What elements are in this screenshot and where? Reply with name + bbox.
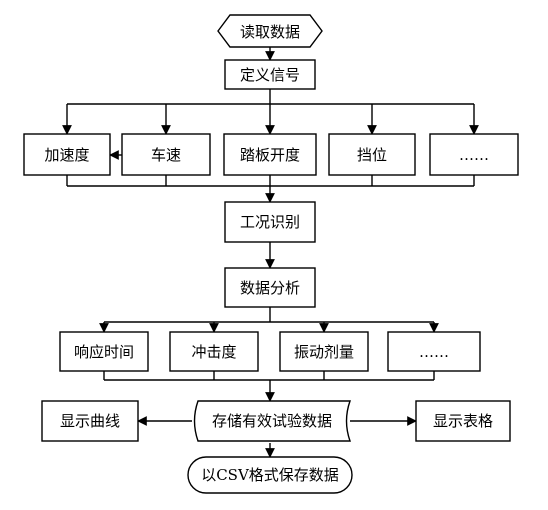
node-condition-recognition: 工况识别 — [224, 201, 316, 243]
node-gear-label: 挡位 — [357, 146, 387, 164]
node-impact-degree: 冲击度 — [169, 331, 259, 372]
node-store-valid-data-label: 存储有效试验数据 — [212, 412, 332, 430]
node-define-signal: 定义信号 — [224, 59, 316, 90]
node-vehicle-speed-label: 车速 — [151, 146, 181, 164]
node-gear: 挡位 — [328, 133, 416, 176]
node-vibration-dose-label: 振动剂量 — [294, 343, 354, 361]
node-response-time-label: 响应时间 — [74, 343, 134, 361]
node-show-table-label: 显示表格 — [433, 412, 493, 430]
node-acceleration-label: 加速度 — [44, 146, 89, 164]
node-more-metrics: …… — [387, 331, 481, 372]
node-data-analysis: 数据分析 — [224, 267, 316, 308]
node-show-curve: 显示曲线 — [41, 400, 139, 442]
node-store-valid-data: 存储有效试验数据 — [193, 400, 351, 442]
node-condition-recognition-label: 工况识别 — [240, 213, 300, 231]
edges — [62, 47, 479, 458]
node-more-signals-label: …… — [459, 146, 489, 164]
node-pedal-opening-label: 踏板开度 — [240, 146, 300, 164]
node-data-analysis-label: 数据分析 — [240, 279, 300, 297]
node-acceleration: 加速度 — [23, 133, 111, 176]
node-pedal-opening: 踏板开度 — [223, 133, 317, 176]
node-read-data-label: 读取数据 — [240, 23, 300, 41]
node-read-data: 读取数据 — [217, 14, 323, 48]
node-show-curve-label: 显示曲线 — [60, 412, 120, 430]
node-response-time: 响应时间 — [59, 331, 149, 372]
node-show-table: 显示表格 — [415, 400, 511, 442]
node-vibration-dose: 振动剂量 — [279, 331, 369, 372]
node-define-signal-label: 定义信号 — [240, 66, 300, 84]
node-vehicle-speed: 车速 — [121, 133, 211, 176]
node-save-csv-label: 以CSV格式保存数据 — [201, 466, 339, 484]
node-more-metrics-label: …… — [419, 343, 449, 361]
node-save-csv: 以CSV格式保存数据 — [187, 456, 353, 494]
node-more-signals: …… — [429, 133, 519, 176]
node-impact-degree-label: 冲击度 — [191, 343, 236, 361]
